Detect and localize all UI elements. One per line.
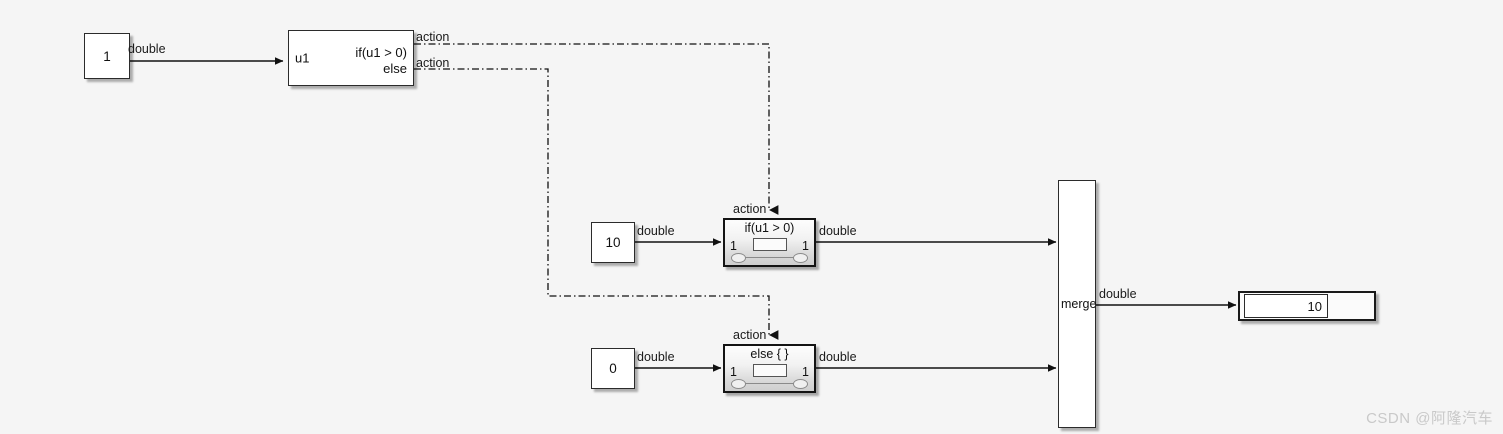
- display-block[interactable]: 10: [1238, 291, 1376, 321]
- signal-label-const0-out: double: [637, 350, 675, 364]
- constant-value-1: 1: [103, 48, 111, 64]
- subsystem-right-port-cap-icon: [793, 379, 808, 389]
- merge-block[interactable]: merge: [1058, 180, 1096, 428]
- csdn-watermark: CSDN @阿隆汽车: [1366, 410, 1493, 427]
- if-block-condition-if: if(u1 > 0): [355, 45, 407, 60]
- else-action-subsystem-block[interactable]: else { } 1 1: [723, 344, 816, 393]
- subsystem-right-port-cap-icon: [793, 253, 808, 263]
- if-block[interactable]: u1 if(u1 > 0) else: [288, 30, 414, 86]
- subsystem-connector-line-icon: [737, 383, 802, 384]
- signal-label-merge-out: double: [1099, 287, 1137, 301]
- subsystem-connector-line-icon: [737, 257, 802, 258]
- signal-label-const10-out: double: [637, 224, 675, 238]
- subsystem-inner-rect-icon: [752, 364, 787, 377]
- if-block-input-port-label: u1: [295, 50, 310, 66]
- constant-block-10[interactable]: 10: [591, 222, 635, 263]
- else-action-subsystem-title: else { }: [750, 347, 789, 361]
- if-action-subsystem-block[interactable]: if(u1 > 0) 1 1: [723, 218, 816, 267]
- subsystem-left-port-cap-icon: [731, 379, 746, 389]
- if-block-condition-else: else: [383, 61, 407, 76]
- constant-block-0[interactable]: 0: [591, 348, 635, 389]
- signal-label-if-action-out: action: [416, 30, 450, 44]
- else-subsystem-output-port-number: 1: [802, 365, 809, 379]
- signal-label-if-subsystem-out: double: [819, 224, 857, 238]
- signal-label-const1-out: double: [128, 42, 166, 56]
- else-subsystem-input-port-number: 1: [730, 365, 737, 379]
- subsystem-inner-rect-icon: [752, 238, 787, 251]
- if-action-subsystem-title: if(u1 > 0): [744, 221, 795, 235]
- signal-label-if-subsystem-action-in: action: [733, 202, 767, 216]
- if-subsystem-input-port-number: 1: [730, 239, 737, 253]
- wire-else-action-control: [414, 68, 779, 340]
- if-subsystem-output-port-number: 1: [802, 239, 809, 253]
- subsystem-left-port-cap-icon: [731, 253, 746, 263]
- constant-value-0: 0: [609, 361, 617, 376]
- display-readout-value: 10: [1244, 294, 1328, 318]
- wire-if-action-control: [414, 43, 779, 215]
- signal-label-else-action-out: action: [416, 56, 450, 70]
- constant-value-10: 10: [605, 235, 621, 250]
- merge-block-label: merge: [1061, 297, 1097, 311]
- signal-label-else-subsystem-out: double: [819, 350, 857, 364]
- signal-label-else-subsystem-action-in: action: [733, 328, 767, 342]
- constant-block-1[interactable]: 1: [84, 33, 130, 79]
